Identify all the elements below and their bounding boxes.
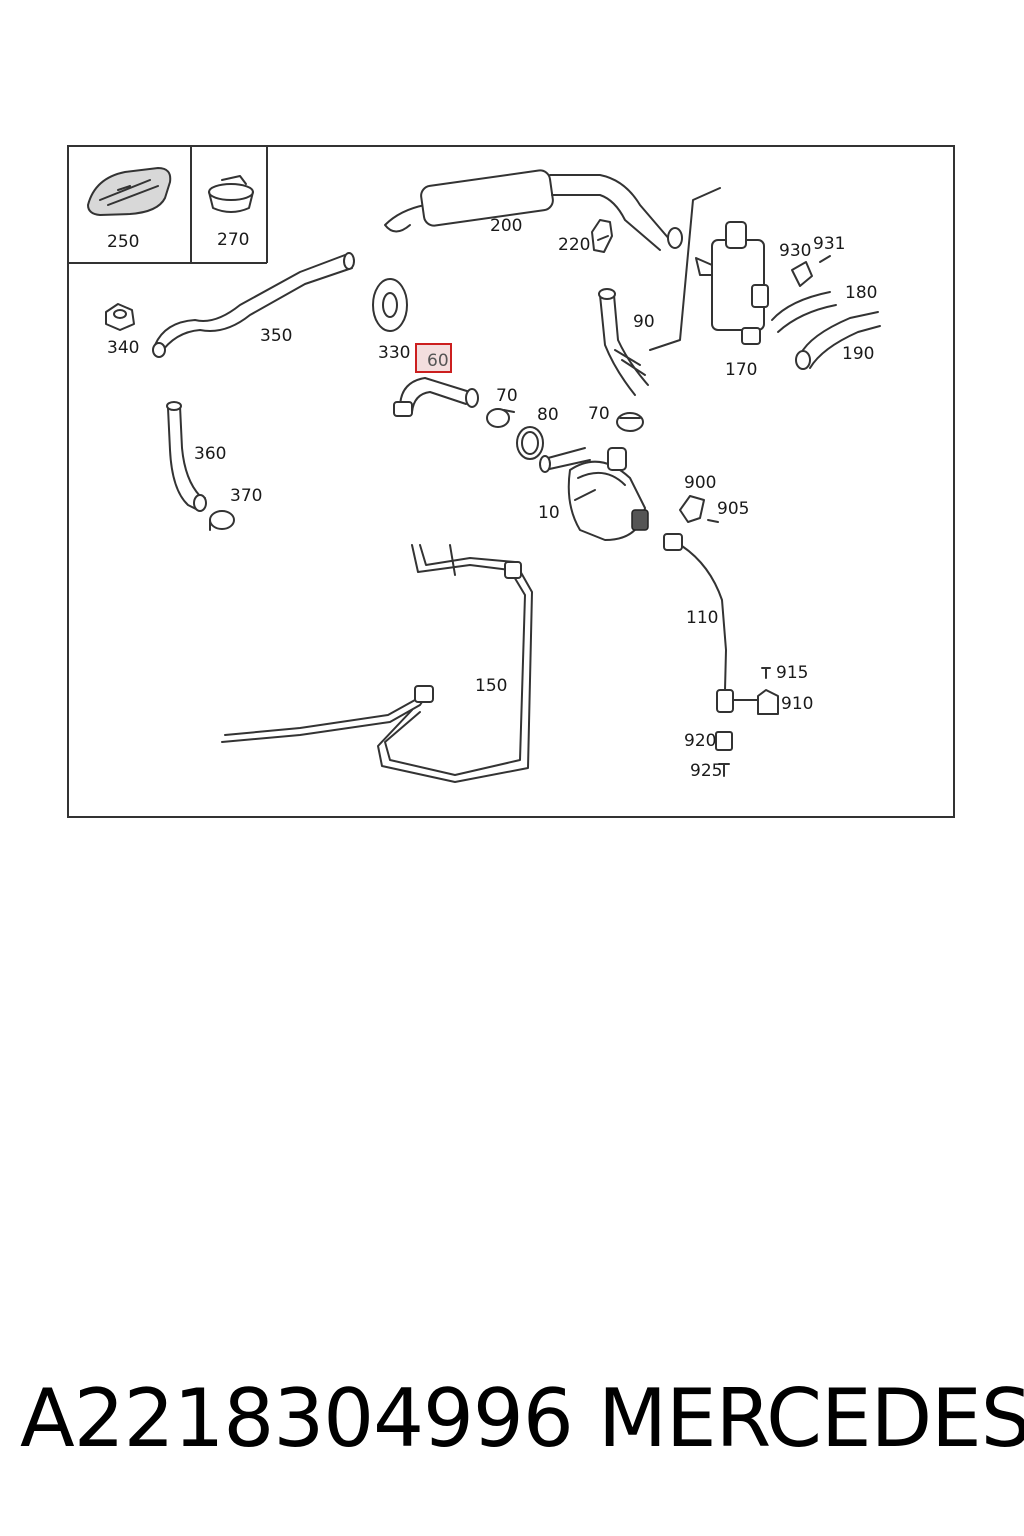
label-150: 150 (475, 676, 507, 696)
part-number: A2218304996 (20, 1372, 574, 1465)
label-930: 930 (779, 241, 811, 261)
part-170-valve[interactable] (649, 187, 769, 351)
part-110-harness[interactable] (663, 533, 734, 713)
diagram-frame (67, 145, 955, 818)
part-270-clamp[interactable] (208, 175, 254, 213)
part-150-pipe[interactable] (221, 544, 533, 783)
part-90-hose[interactable] (598, 288, 649, 396)
label-200: 200 (490, 216, 522, 236)
label-170: 170 (725, 360, 757, 380)
label-370: 370 (230, 486, 262, 506)
part-70-clamp-b[interactable] (616, 412, 644, 432)
label-220: 220 (558, 235, 590, 255)
label-900: 900 (684, 473, 716, 493)
label-330: 330 (378, 343, 410, 363)
label-360: 360 (194, 444, 226, 464)
parts-diagram: 250 270 200 220 930 931 180 190 170 90 3… (67, 145, 955, 818)
part-180-hose[interactable] (771, 291, 837, 333)
part-220-clip[interactable] (591, 219, 613, 253)
label-60[interactable]: 60 (427, 351, 449, 371)
part-350-hose[interactable] (152, 252, 355, 358)
part-190-hose[interactable] (795, 311, 881, 370)
brand-name: MERCEDES (598, 1372, 1024, 1465)
label-90: 90 (633, 312, 655, 332)
part-60-hose[interactable] (393, 377, 479, 417)
part-330-grommet[interactable] (372, 278, 408, 332)
label-915: 915 (776, 663, 808, 683)
label-70: 70 (496, 386, 518, 406)
label-925: 925 (690, 761, 722, 781)
part-10-pump[interactable] (539, 447, 649, 541)
label-70-b: 70 (588, 404, 610, 424)
part-80-oring[interactable] (516, 426, 544, 460)
label-340: 340 (107, 338, 139, 358)
label-931: 931 (813, 234, 845, 254)
label-350: 350 (260, 326, 292, 346)
label-190: 190 (842, 344, 874, 364)
part-910-connector-set[interactable] (715, 667, 779, 777)
label-110: 110 (686, 608, 718, 628)
part-70-clamp[interactable] (486, 408, 515, 428)
label-180: 180 (845, 283, 877, 303)
part-200-hose[interactable] (384, 169, 683, 251)
part-900-connector[interactable] (679, 495, 719, 523)
label-10: 10 (538, 503, 560, 523)
label-920: 920 (684, 731, 716, 751)
label-905: 905 (717, 499, 749, 519)
label-250: 250 (107, 232, 139, 252)
label-270: 270 (217, 230, 249, 250)
part-360-hose[interactable] (166, 401, 207, 512)
highlight-box (415, 343, 452, 373)
part-250-cover[interactable] (86, 166, 172, 217)
label-80: 80 (537, 405, 559, 425)
part-930-sensor[interactable] (791, 255, 831, 287)
part-370-clamp[interactable] (209, 510, 235, 531)
part-340-nut[interactable] (105, 303, 135, 331)
label-910: 910 (781, 694, 813, 714)
